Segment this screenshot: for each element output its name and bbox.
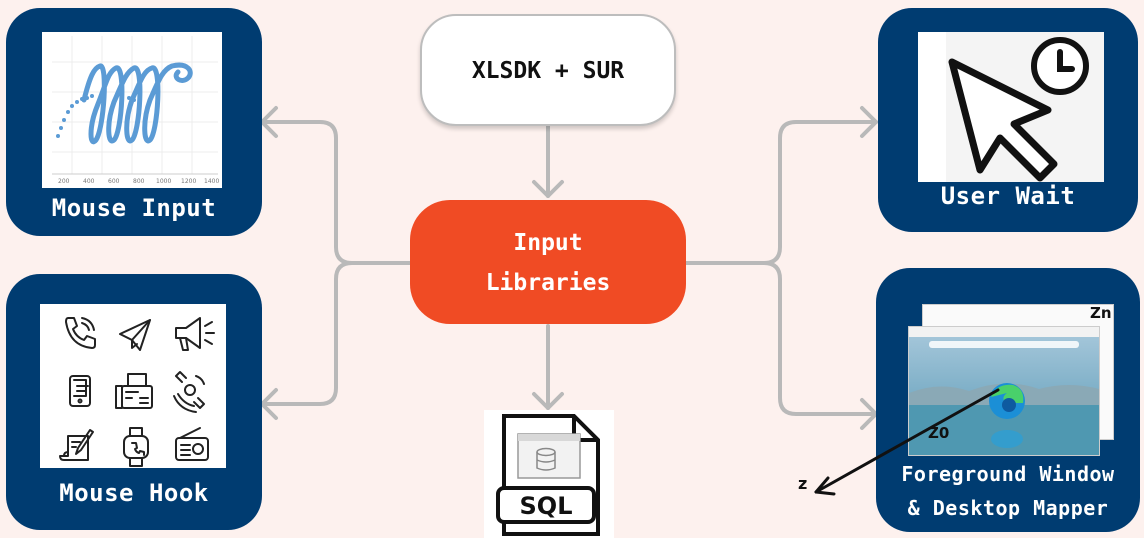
foreground-title-line1: Foreground Window [901,462,1115,486]
hook-icon-grid [40,304,226,468]
sql-file-icon: SQL [484,410,614,538]
tick-800: 800 [133,178,145,185]
satellite-icon [173,371,205,413]
radio-icon [175,427,209,461]
cursor-arrow-icon [948,58,1058,182]
center-node-line1: Input [513,230,583,256]
z-axis-label: z [798,474,808,493]
paper-plane-icon [119,319,151,351]
scroll-pen-icon [59,429,94,461]
phone-icon [65,317,96,349]
arrowhead-right-1 [860,106,878,138]
connector-left-lower [260,261,354,406]
arrowhead-left-1 [260,106,278,138]
tick-1200: 1200 [181,178,196,185]
tick-600: 600 [108,178,120,185]
fax-icon [115,373,153,409]
tick-1400: 1400 [204,178,219,185]
center-node-line2: Libraries [485,270,611,296]
arrowhead-left-2 [260,388,278,420]
mobile-document-icon [69,375,91,407]
foreground-title-line2: & Desktop Mapper [907,496,1109,520]
megaphone-icon [175,317,215,351]
top-node-label: XLSDK + SUR [471,58,625,84]
mouse-input-card: 200 400 600 800 1000 1200 1400 Mouse Inp… [6,8,262,236]
connector-right-branch [684,120,878,265]
clock-icon [1031,37,1089,95]
busy-cursor-image [918,32,1104,182]
user-wait-card: User Wait [878,8,1138,232]
arrowhead-down-2 [532,392,564,410]
top-node: XLSDK + SUR [420,14,676,126]
mouse-hook-card: Mouse Hook [6,274,262,530]
tick-200: 200 [58,178,70,185]
center-node: Input Libraries [410,200,686,324]
mouse-input-title: Mouse Input [51,194,217,222]
connector-right-lower [762,261,878,416]
mouse-trajectory-path [81,62,193,145]
smartwatch-icon [123,427,149,467]
mouse-hook-title: Mouse Hook [59,479,209,507]
z0-label: Z0 [928,424,950,442]
sql-label: SQL [519,492,573,520]
zn-label: Zn [1090,304,1112,322]
mouse-trajectory-chart: 200 400 600 800 1000 1200 1400 [42,32,222,188]
arrowhead-down-1 [532,180,564,198]
tick-1000: 1000 [156,178,171,185]
foreground-mapper-card: Zn Z0 Foreground Window & [876,268,1140,532]
user-wait-title: User Wait [940,182,1076,210]
connector-left-branch [260,120,412,265]
tick-400: 400 [83,178,95,185]
